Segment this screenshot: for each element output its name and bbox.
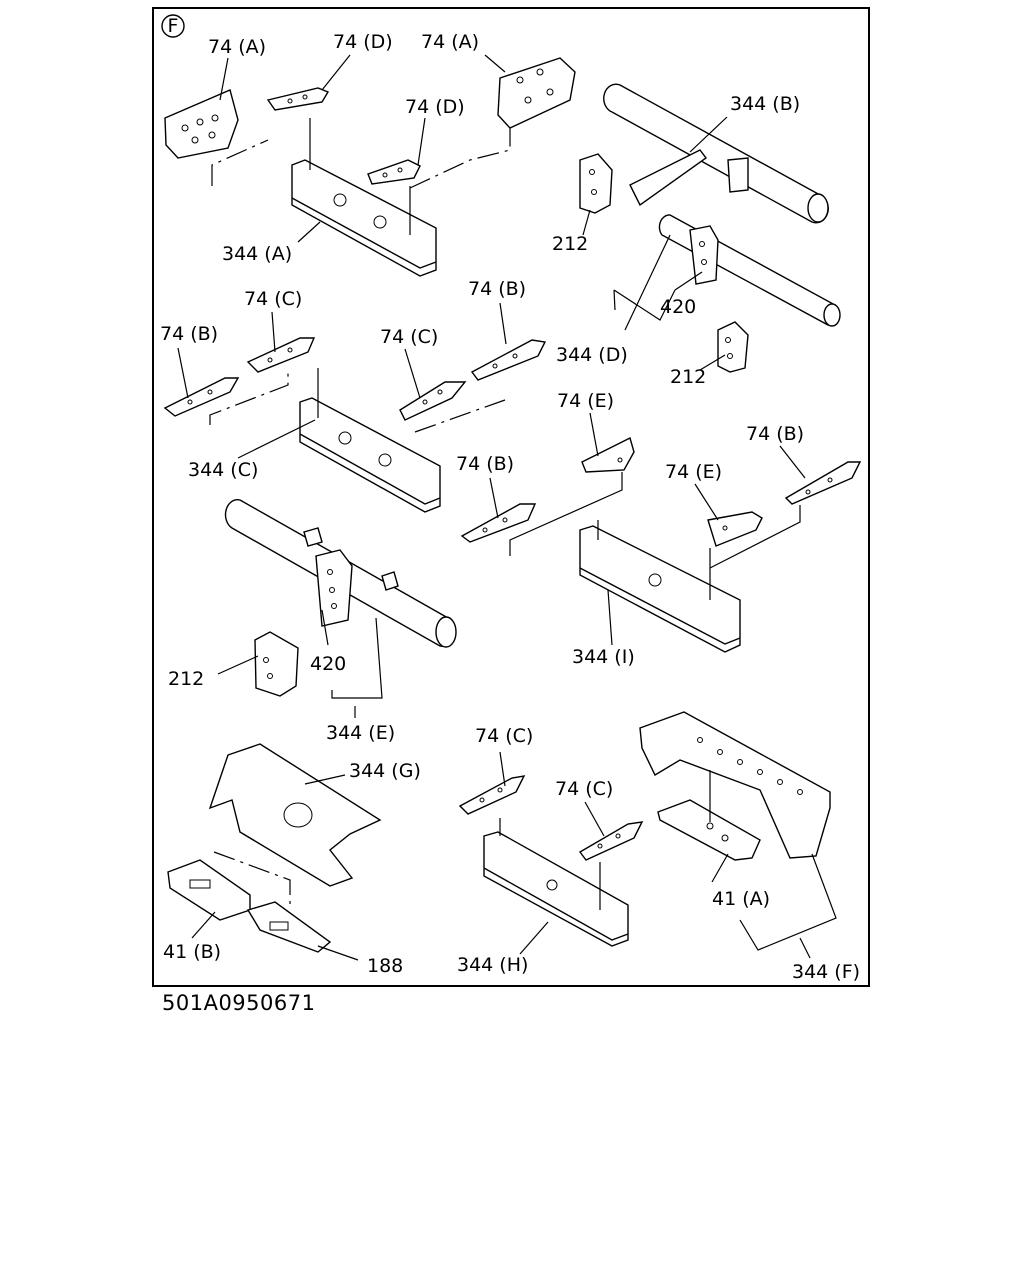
callout-labels: 74 (A) 74 (D) 74 (A) 74 (D) 344 (A) 344 … xyxy=(160,31,860,983)
group-344F xyxy=(639,711,831,861)
label-212-mid: 212 xyxy=(670,366,706,388)
label-344B: 344 (B) xyxy=(730,93,800,115)
label-344H: 344 (H) xyxy=(457,954,528,976)
bracket-74E-mid xyxy=(707,511,763,547)
label-344A: 344 (A) xyxy=(222,243,292,265)
label-74A-left: 74 (A) xyxy=(208,36,266,58)
label-74E-mid: 74 (E) xyxy=(665,461,722,483)
bracket-41B xyxy=(167,859,251,921)
label-74B-left: 74 (B) xyxy=(160,323,218,345)
group-344H xyxy=(458,775,644,947)
bracket-74C-H-top xyxy=(458,775,526,815)
label-212-top: 212 xyxy=(552,233,588,255)
bracket-74C-mid xyxy=(399,381,467,421)
group-344A xyxy=(164,57,576,277)
label-74C-H-top: 74 (C) xyxy=(475,725,533,747)
drawing-code: 501A0950671 xyxy=(162,991,316,1015)
label-74E-top: 74 (E) xyxy=(557,390,614,412)
bracket-74E-top xyxy=(581,436,635,473)
label-74B-top-right: 74 (B) xyxy=(746,423,804,445)
group-344B-344D xyxy=(579,83,841,373)
bracket-74B-left xyxy=(163,377,240,417)
crossmember-344F xyxy=(639,711,831,859)
bracket-41A xyxy=(657,799,761,861)
bracket-74D-mid xyxy=(367,159,421,185)
bracket-74C-H-mid xyxy=(578,821,644,861)
leader-lines xyxy=(177,54,837,961)
bracket-74B-left-I xyxy=(460,503,537,543)
diagram-frame xyxy=(152,7,870,987)
label-74A-right: 74 (A) xyxy=(421,31,479,53)
group-344G xyxy=(167,743,382,953)
bracket-212-bottom xyxy=(254,631,299,697)
label-41A: 41 (A) xyxy=(712,888,770,910)
group-344C xyxy=(163,337,547,513)
label-344F: 344 (F) xyxy=(792,961,860,983)
label-344D: 344 (D) xyxy=(556,344,628,366)
group-344I xyxy=(460,436,862,653)
bracket-212-top xyxy=(579,153,613,214)
label-74C-mid: 74 (C) xyxy=(380,326,438,348)
bracket-74C-top xyxy=(246,337,316,373)
label-74D-top: 74 (D) xyxy=(333,31,393,53)
label-212-bottom: 212 xyxy=(168,668,204,690)
label-420-top: 420 xyxy=(660,296,696,318)
label-74C-top: 74 (C) xyxy=(244,288,302,310)
bracket-74B-right xyxy=(470,339,547,381)
label-420-mid: 420 xyxy=(310,653,346,675)
bracket-420-top xyxy=(689,225,719,285)
label-41B: 41 (B) xyxy=(163,941,221,963)
bracket-74D-top xyxy=(266,87,330,111)
label-74C-H-mid: 74 (C) xyxy=(555,778,613,800)
label-74B-right: 74 (B) xyxy=(468,278,526,300)
bracket-212-mid xyxy=(717,321,749,373)
bracket-188 xyxy=(246,901,332,953)
label-344I: 344 (I) xyxy=(572,646,635,668)
bracket-74A-right xyxy=(497,57,576,129)
label-74D-mid: 74 (D) xyxy=(405,96,465,118)
section-mark: F xyxy=(161,14,185,38)
label-74B-left-I: 74 (B) xyxy=(456,453,514,475)
bracket-74B-top-right xyxy=(784,461,862,505)
section-mark-letter: F xyxy=(168,15,179,37)
label-344G: 344 (G) xyxy=(349,760,421,782)
label-188: 188 xyxy=(367,955,403,977)
label-344E: 344 (E) xyxy=(326,722,395,744)
group-344E xyxy=(224,498,457,697)
label-344C: 344 (C) xyxy=(188,459,258,481)
